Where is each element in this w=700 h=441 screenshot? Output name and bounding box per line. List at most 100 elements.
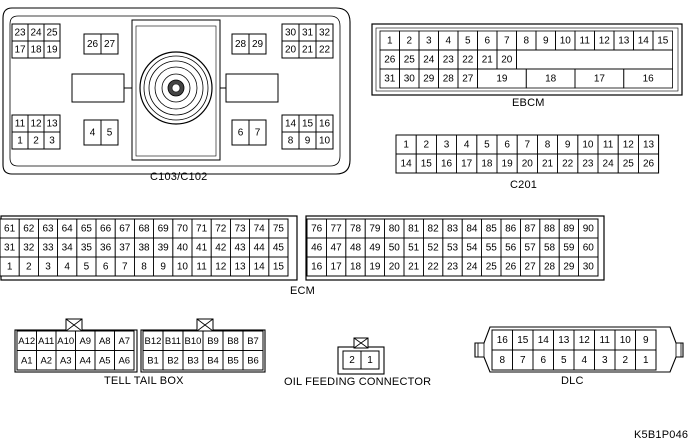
ttb-a-pin: A1 [21, 355, 33, 366]
ebcm-pin: 18 [545, 74, 557, 85]
c201-pin: 20 [522, 159, 534, 170]
ecm-right-pin: 80 [389, 224, 401, 235]
ttb-a-pin: A7 [118, 336, 130, 347]
ecm-left-pin: 15 [273, 262, 285, 273]
c201-pin: 23 [582, 159, 594, 170]
c103-bl-pin: 3 [49, 136, 55, 147]
c103-tl-cell [43, 40, 61, 59]
ecm-right-pin: 56 [505, 243, 517, 254]
oil-lock-x2 [353, 337, 369, 349]
dlc-pin: 8 [499, 355, 505, 366]
c103-bolt-center [171, 83, 181, 93]
dlc-pin: 1 [643, 355, 649, 366]
ttb-b-pin: B3 [187, 355, 199, 366]
ebcm-pin: 24 [423, 55, 435, 66]
c103-br2-pin: 15 [302, 119, 314, 130]
dlc-pin: 2 [622, 355, 628, 366]
ttb-a-lock-x2 [65, 318, 83, 332]
c201-pin: 19 [502, 159, 514, 170]
ecm-left-pin: 7 [122, 262, 128, 273]
ecm-left-pin: 44 [254, 243, 266, 254]
ecm-left-pin: 41 [196, 243, 208, 254]
c103-bl-pin: 1 [17, 136, 23, 147]
c103-bl-pin: 11 [15, 119, 26, 130]
ebcm-housing [371, 23, 683, 96]
dlc-tab-left [477, 342, 485, 358]
ecm-left-pin: 32 [23, 243, 35, 254]
ttb-b-pin: B11 [165, 336, 181, 347]
dlc-pin: 7 [520, 355, 526, 366]
ebcm-pin: 15 [657, 36, 669, 47]
ecm-right-pin: 24 [466, 262, 478, 273]
ecm-left-box [0, 218, 289, 277]
c103-tl-pin: 23 [14, 28, 26, 39]
ecm-left-pin: 35 [81, 243, 93, 254]
ecm-left-pin: 63 [42, 224, 54, 235]
c201-pin: 11 [603, 140, 614, 151]
ecm-right-pin: 77 [331, 224, 343, 235]
c201-pin: 4 [464, 140, 470, 151]
ebcm-pin: 13 [618, 36, 630, 47]
c201-pin: 10 [582, 140, 594, 151]
ecm-left-pin: 31 [4, 243, 16, 254]
c201-pin: 6 [504, 140, 510, 151]
ttb-b-pin: B4 [207, 355, 219, 366]
ecm-right-pin: 78 [350, 224, 362, 235]
dlc-pin: 5 [561, 355, 567, 366]
ecm-right-pin: 28 [544, 262, 556, 273]
c201-pin: 14 [401, 159, 413, 170]
ttb-a-pin: A9 [79, 336, 91, 347]
dlc-pin: 4 [581, 355, 587, 366]
ebcm-pin: 19 [496, 74, 508, 85]
ebcm-pin: 29 [423, 74, 435, 85]
c103-tr2-pin: 31 [302, 28, 314, 39]
dlc-tab-right [675, 342, 682, 358]
c103-br2-pin: 8 [288, 136, 294, 147]
ecm-left-pin: 39 [158, 243, 170, 254]
ebcm-pin: 26 [384, 55, 396, 66]
ecm-right-pin: 76 [311, 224, 323, 235]
ebcm-pin: 28 [443, 74, 455, 85]
ebcm-pin: 6 [484, 36, 490, 47]
ecm-left-pin: 34 [62, 243, 74, 254]
ecm-left-pin: 73 [234, 224, 246, 235]
ecm-left-pin: 9 [160, 262, 166, 273]
ecm-left-pin: 71 [196, 224, 208, 235]
ecm-right-pin: 17 [331, 262, 343, 273]
ecm-left-pin: 65 [81, 224, 93, 235]
ecm-left-pin: 61 [4, 224, 16, 235]
c103-br2-pin: 9 [305, 136, 311, 147]
dlc-pin: 6 [540, 355, 546, 366]
ebcm-pin: 17 [594, 74, 606, 85]
c103-bl-cell [43, 131, 61, 150]
ecm-left-pin: 74 [254, 224, 266, 235]
c201-pin: 16 [441, 159, 453, 170]
ttb-a-pin: A12 [18, 336, 35, 347]
c201-pin: 1 [403, 140, 409, 151]
c103-bl-pin: 13 [46, 119, 58, 130]
c103-bl2-pin: 4 [90, 128, 96, 139]
ttb-b-pin: B5 [227, 355, 239, 366]
ttb-b-pin: B10 [185, 336, 202, 347]
ecm-right-pin: 27 [525, 262, 537, 273]
ecm-right-pin: 18 [350, 262, 362, 273]
c103-guide-right [225, 73, 279, 103]
c201-cell [638, 153, 660, 174]
c201-pin: 25 [623, 159, 635, 170]
c103-housing-inner [9, 15, 341, 167]
c103-tr2-cell [315, 40, 334, 59]
c103-tl-pin: 18 [30, 45, 42, 56]
ecm-left-pin: 13 [234, 262, 246, 273]
ttb-a-cell [114, 350, 135, 371]
ebcm-pin: 2 [406, 36, 412, 47]
ecm-right-pin: 48 [350, 243, 362, 254]
ecm-left-pin: 38 [138, 243, 150, 254]
ecm-left-pin: 37 [119, 243, 131, 254]
ecm-right-pin: 89 [563, 224, 575, 235]
ttb-b-cell [242, 350, 264, 371]
ecm-right-pin: 83 [447, 224, 459, 235]
ecm-right-pin: 46 [311, 243, 323, 254]
c103-br2-pin: 16 [319, 119, 331, 130]
ecm-right-pin: 16 [311, 262, 323, 273]
